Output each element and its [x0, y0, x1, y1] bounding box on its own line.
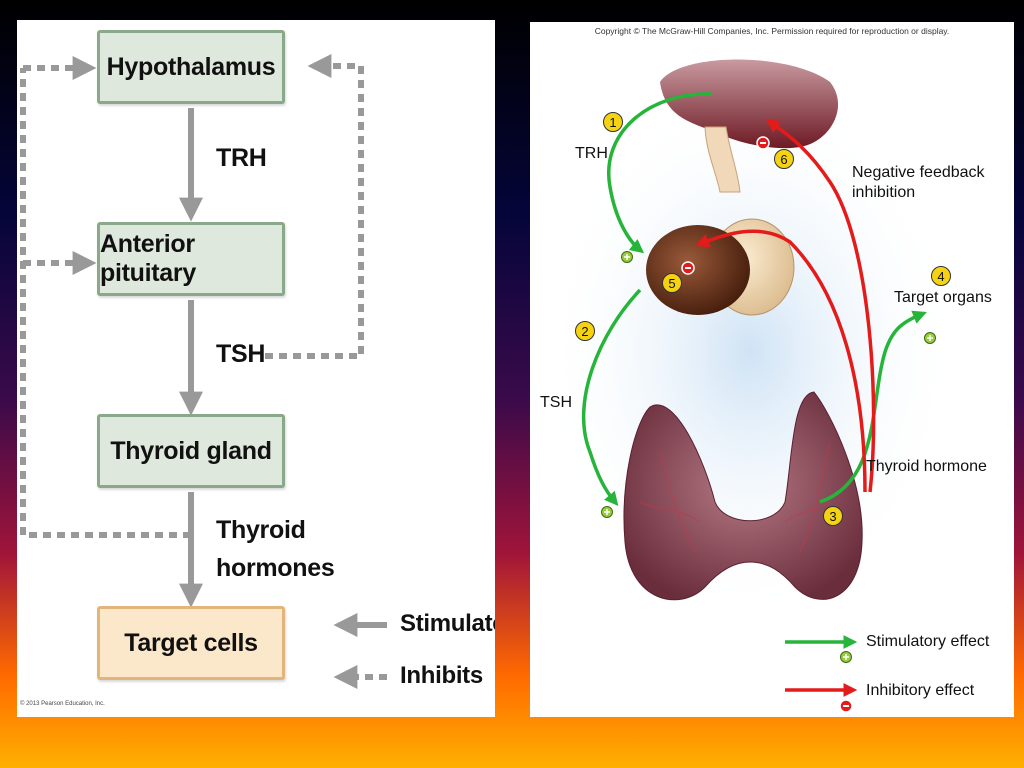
label-thyroid-hormones-2: hormones [216, 554, 335, 582]
minus-sign-pituitary-icon [681, 261, 695, 275]
step-badge-5: 5 [662, 273, 682, 293]
step-badge-3: 3 [823, 506, 843, 526]
hypothalamus-tissue [660, 59, 839, 149]
plus-sign-target-organs-icon [924, 332, 936, 344]
step-badge-4: 4 [931, 266, 951, 286]
label-negative-feedback-1: Negative feedback [852, 164, 985, 181]
anatomy-panel: Copyright © The McGraw-Hill Companies, I… [530, 22, 1014, 717]
step-badge-6: 6 [774, 149, 794, 169]
pituitary-stalk [704, 126, 741, 193]
feedback-tsh-loop [265, 54, 364, 359]
legend-inhibitory-label: Inhibitory effect [866, 682, 975, 699]
label-negative-feedback-2: inhibition [852, 184, 916, 201]
flowchart-arrows [20, 54, 387, 689]
box-target-cells: Target cells [97, 606, 285, 680]
label-tsh: TSH [216, 340, 266, 368]
label-trh: TRH [216, 144, 267, 172]
label-trh-right: TRH [575, 145, 608, 162]
arrow-tsh-stimulatory [581, 288, 642, 507]
legend-stimulatory-label: Stimulatory effect [866, 633, 990, 650]
anatomy-illustration [540, 59, 960, 713]
legend-plus-icon [840, 651, 852, 663]
arrow-feedback-hypothalamus [765, 119, 876, 493]
thyroid-vessels [639, 441, 831, 553]
box-anterior-pituitary: Anterior pituitary [97, 222, 285, 296]
label-thyroid-hormone: Thyroid hormone [866, 458, 987, 475]
legend-stimulates-label: Stimulates [400, 610, 495, 637]
legend-minus-icon [839, 699, 853, 713]
plus-sign-thyroid-icon [601, 506, 613, 518]
label-tsh-right: TSH [540, 394, 572, 411]
box-hypothalamus: Hypothalamus [97, 30, 285, 104]
box-thyroid-gland: Thyroid gland [97, 414, 285, 488]
anterior-pituitary [646, 225, 750, 315]
label-target-organs: Target organs [894, 289, 992, 306]
step-badge-2: 2 [575, 321, 595, 341]
flowchart-panel: Hypothalamus Anterior pituitary Thyroid … [17, 20, 495, 717]
arrow-feedback-pituitary [695, 229, 867, 493]
legend-inhibits-label: Inhibits [400, 662, 483, 689]
arrow-trh-stimulatory [607, 92, 713, 254]
feedback-thyroid-loop [20, 68, 191, 538]
arrow-target-organs-stimulatory [819, 310, 927, 504]
plus-sign-pituitary-icon [621, 251, 633, 263]
pearson-copyright: © 2013 Pearson Education, Inc. [20, 701, 105, 707]
label-thyroid-hormones-1: Thyroid [216, 516, 306, 544]
minus-sign-hypothalamus-icon [756, 136, 770, 150]
mcgraw-copyright: Copyright © The McGraw-Hill Companies, I… [594, 26, 950, 36]
step-badge-1: 1 [603, 112, 623, 132]
